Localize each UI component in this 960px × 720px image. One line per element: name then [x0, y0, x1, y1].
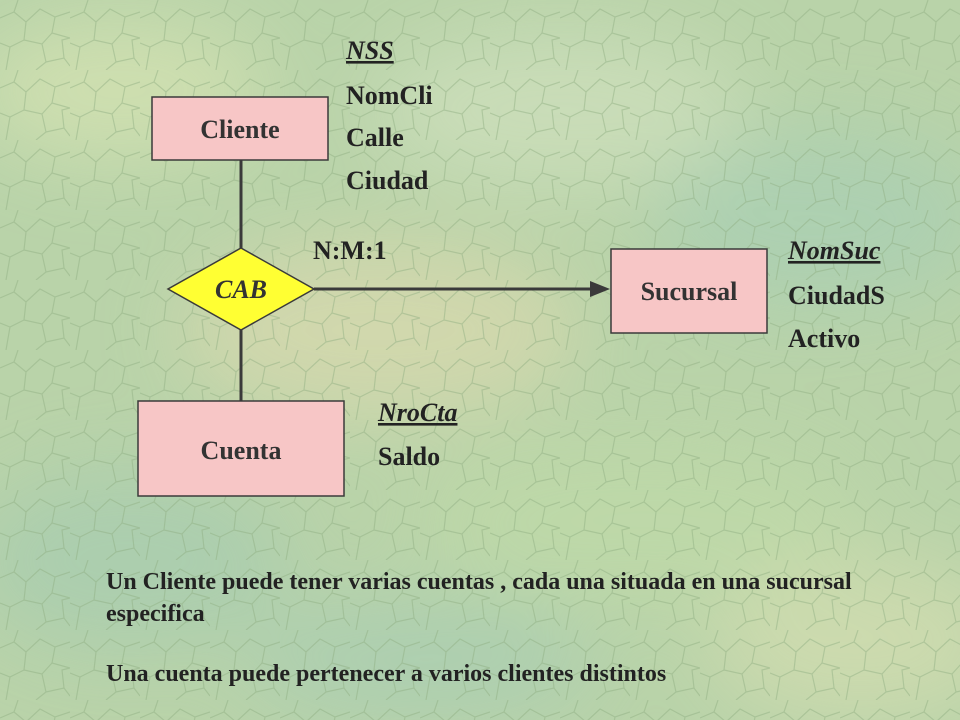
attr-nomsuc: NomSuc — [787, 236, 881, 265]
attr-activo: Activo — [788, 324, 860, 353]
attr-calle: Calle — [346, 123, 404, 152]
attr-nss: NSS — [345, 36, 394, 65]
entity-sucursal[interactable]: Sucursal — [610, 248, 768, 334]
attr-nomcli: NomCli — [346, 81, 433, 110]
attr-saldo: Saldo — [378, 442, 440, 471]
relationship-cab-label: CAB — [215, 275, 267, 304]
entity-cliente-label: Cliente — [200, 115, 279, 144]
caption-cliente-cuentas: Un Cliente puede tener varias cuentas , … — [106, 569, 852, 627]
attr-ciudad: Ciudad — [346, 166, 429, 195]
attr-ciudads: CiudadS — [788, 281, 885, 310]
relationship-cab[interactable]: CAB — [166, 247, 316, 331]
caption-cuenta-clientes: Una cuenta puede pertenecer a varios cli… — [106, 661, 667, 687]
attributes-cliente: NSS NomCli Calle Ciudad — [345, 36, 433, 195]
entity-cuenta[interactable]: Cuenta — [137, 400, 345, 497]
arrowhead-sucursal — [590, 281, 610, 297]
attributes-cuenta: NroCta Saldo — [377, 398, 457, 471]
attributes-sucursal: NomSuc CiudadS Activo — [787, 236, 885, 353]
entity-cliente[interactable]: Cliente — [151, 96, 329, 161]
attr-nrocta: NroCta — [377, 398, 457, 427]
cardinality-label: N:M:1 — [313, 236, 387, 265]
entity-sucursal-label: Sucursal — [641, 277, 738, 306]
entity-cuenta-label: Cuenta — [201, 436, 282, 465]
